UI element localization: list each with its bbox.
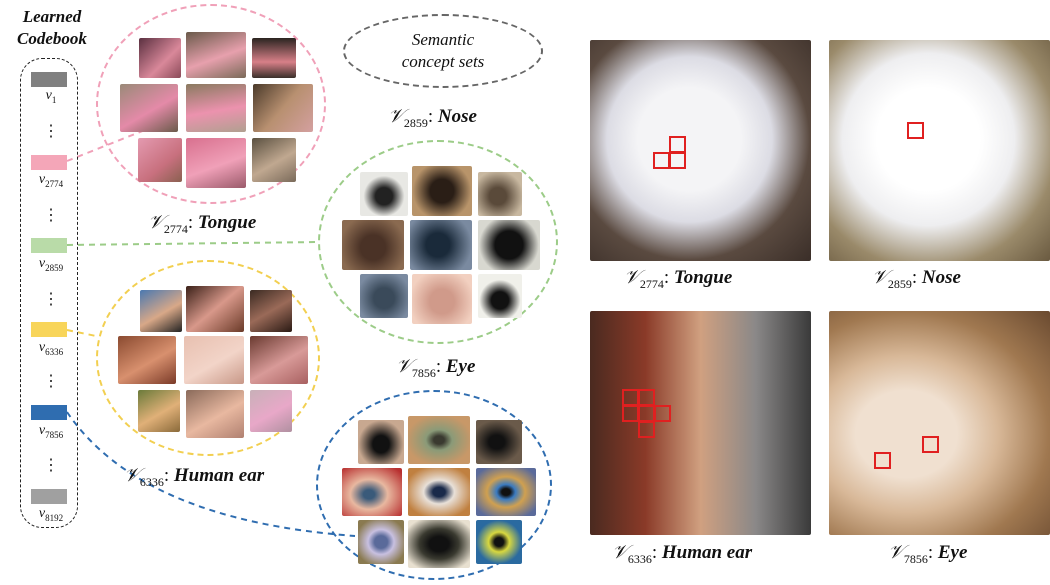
ear-patch	[140, 290, 182, 332]
photo-caption-dog-nose: 𝒱2859: Nose	[872, 267, 961, 291]
tongue-patch	[253, 84, 313, 132]
cluster-title-nose: 𝒱2859: Nose	[388, 106, 477, 130]
eye-patch	[358, 420, 404, 464]
codebook-bar-v2859	[31, 238, 67, 253]
eye-patch	[408, 468, 470, 516]
ear-patch	[250, 290, 292, 332]
photo-dog-tongue	[590, 40, 811, 261]
highlight-box	[874, 452, 891, 469]
tongue-patch	[186, 32, 246, 78]
cluster-title-eye: 𝒱7856: Eye	[396, 356, 476, 380]
connector-nose	[66, 241, 321, 246]
ear-patch	[118, 336, 176, 384]
ellipsis-5: ⋮	[43, 457, 59, 474]
ear-patch	[186, 390, 244, 438]
highlight-box	[638, 389, 655, 406]
ear-patch	[138, 390, 180, 432]
photo-caption-man-ear: 𝒱6336: Human ear	[612, 542, 753, 566]
highlight-box	[622, 405, 639, 422]
ellipsis-4: ⋮	[43, 373, 59, 390]
nose-patch	[478, 220, 540, 270]
photo-man-ear	[590, 311, 811, 535]
highlight-box	[907, 122, 924, 139]
eye-patch	[408, 416, 470, 464]
eye-patch	[476, 468, 536, 516]
photo-dog-nose	[829, 40, 1050, 261]
cluster-nose	[318, 140, 558, 344]
codebook-bar-v6336	[31, 322, 67, 337]
semantic-line1: Semantic	[411, 30, 475, 49]
semantic-line2: concept sets	[401, 52, 485, 71]
codebook-bar-v7856	[31, 405, 67, 420]
connector-eye	[66, 411, 356, 537]
ear-patch	[186, 286, 244, 332]
codebook-label-v1: v1	[45, 88, 57, 105]
highlight-box	[653, 152, 670, 169]
tongue-patch	[186, 84, 246, 132]
nose-patch	[478, 172, 522, 216]
highlight-box	[922, 436, 939, 453]
codebook-title-line2: Codebook	[17, 29, 87, 48]
ellipsis-3: ⋮	[43, 291, 59, 308]
codebook-label-v8192: v8192	[38, 506, 64, 523]
highlight-box	[669, 136, 686, 153]
ear-patch	[184, 336, 244, 384]
photo-caption-dog-tongue: 𝒱2774: Tongue	[624, 267, 733, 291]
highlight-box	[654, 405, 671, 422]
photo-cat-eye	[829, 311, 1050, 535]
codebook-label-v2859: v2859	[38, 256, 64, 273]
tongue-patch	[139, 38, 181, 78]
ellipsis-2: ⋮	[43, 207, 59, 224]
tongue-patch	[138, 138, 182, 182]
connector-ear	[66, 329, 97, 337]
highlight-box	[622, 389, 639, 406]
ellipsis-1: ⋮	[43, 123, 59, 140]
nose-patch	[410, 220, 472, 270]
codebook-title-line1: Learned	[22, 7, 82, 26]
codebook-bar-v1	[31, 72, 67, 87]
codebook-label-v6336: v6336	[38, 340, 64, 357]
nose-patch	[478, 274, 522, 318]
highlight-box	[638, 405, 655, 422]
eye-patch	[342, 468, 402, 516]
tongue-patch	[120, 84, 178, 132]
codebook-title: Learned Codebook	[4, 6, 100, 50]
codebook-label-v7856: v7856	[38, 423, 64, 440]
eye-patch	[476, 520, 522, 564]
nose-patch	[342, 220, 404, 270]
cluster-title-tongue: 𝒱2774: Tongue	[148, 212, 257, 236]
photo-caption-cat-eye: 𝒱7856: Eye	[888, 542, 968, 566]
highlight-box	[669, 152, 686, 169]
cluster-title-ear: 𝒱6336: Human ear	[124, 465, 265, 489]
codebook-bar-v2774	[31, 155, 67, 170]
tongue-patch	[252, 38, 296, 78]
codebook-label-v2774: v2774	[38, 172, 64, 189]
codebook-bar-v8192	[31, 489, 67, 504]
eye-patch	[408, 520, 470, 568]
ear-patch	[250, 336, 308, 384]
cluster-ear	[96, 260, 320, 456]
semantic-concept-label: Semantic concept sets	[343, 14, 543, 88]
tongue-patch	[252, 138, 296, 182]
highlight-box	[638, 421, 655, 438]
ear-patch	[250, 390, 292, 432]
nose-patch	[412, 274, 472, 324]
cluster-tongue	[96, 4, 326, 204]
eye-patch	[358, 520, 404, 564]
eye-patch	[476, 420, 522, 464]
codebook-box	[20, 58, 78, 528]
nose-patch	[412, 166, 472, 216]
cluster-eye	[316, 390, 552, 580]
nose-patch	[360, 172, 408, 216]
tongue-patch	[186, 138, 246, 188]
nose-patch	[360, 274, 408, 318]
